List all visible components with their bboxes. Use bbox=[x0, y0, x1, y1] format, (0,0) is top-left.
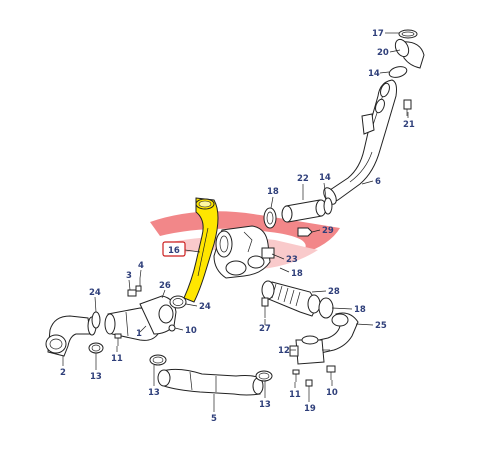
callout-4[interactable]: 4 bbox=[138, 261, 144, 271]
callout-26[interactable]: 26 bbox=[159, 281, 171, 291]
callout-16[interactable]: 16 bbox=[168, 246, 180, 256]
callout-18[interactable]: 18 bbox=[267, 187, 279, 197]
callout-25[interactable]: 25 bbox=[375, 321, 387, 331]
callout-19[interactable]: 19 bbox=[304, 404, 316, 414]
intake-pipe-upper bbox=[323, 29, 425, 205]
callout-1[interactable]: 1 bbox=[136, 329, 142, 339]
callout-11-right[interactable]: 11 bbox=[289, 390, 301, 400]
intake-housing-23 bbox=[213, 225, 275, 279]
callout-14[interactable]: 14 bbox=[368, 69, 380, 79]
corrugated-hose-28 bbox=[261, 280, 334, 319]
callout-13-mid[interactable]: 13 bbox=[148, 388, 160, 398]
callout-13-left[interactable]: 13 bbox=[90, 372, 102, 382]
hose-16-highlighted bbox=[183, 197, 219, 303]
callout-11-left[interactable]: 11 bbox=[111, 354, 123, 364]
callout-5[interactable]: 5 bbox=[211, 414, 217, 424]
callout-28[interactable]: 28 bbox=[328, 287, 340, 297]
callout-10-left[interactable]: 10 bbox=[185, 326, 197, 336]
fasteners-bottom-right bbox=[261, 227, 336, 396]
pipe-22-assembly bbox=[263, 197, 333, 229]
callout-10-right[interactable]: 10 bbox=[326, 388, 338, 398]
callout-21[interactable]: 21 bbox=[403, 120, 415, 130]
callout-27[interactable]: 27 bbox=[259, 324, 271, 334]
leader-lines bbox=[62, 32, 409, 412]
callout-6[interactable]: 6 bbox=[375, 177, 381, 187]
callout-13-right[interactable]: 13 bbox=[259, 400, 271, 410]
callout-18-right[interactable]: 18 bbox=[354, 305, 366, 315]
callout-29[interactable]: 29 bbox=[322, 226, 334, 236]
callout-18-mid[interactable]: 18 bbox=[291, 269, 303, 279]
left-inlet-assembly bbox=[45, 278, 187, 357]
callout-14-mid[interactable]: 14 bbox=[319, 173, 331, 183]
callout-labels: 17 20 14 21 6 22 14 18 29 16 23 18 28 18… bbox=[60, 29, 415, 424]
callout-20[interactable]: 20 bbox=[377, 48, 389, 58]
callout-12[interactable]: 12 bbox=[278, 346, 290, 356]
pipe-25-assembly bbox=[289, 312, 359, 365]
callout-2[interactable]: 2 bbox=[60, 368, 66, 378]
callout-3[interactable]: 3 bbox=[126, 271, 132, 281]
selected-callout-box bbox=[162, 241, 186, 257]
bottom-hose-5 bbox=[149, 354, 273, 396]
callout-22[interactable]: 22 bbox=[297, 174, 309, 184]
callout-24-left[interactable]: 24 bbox=[89, 288, 101, 298]
callout-23[interactable]: 23 bbox=[286, 255, 298, 265]
callout-17[interactable]: 17 bbox=[372, 29, 384, 39]
callout-24-right[interactable]: 24 bbox=[199, 302, 211, 312]
